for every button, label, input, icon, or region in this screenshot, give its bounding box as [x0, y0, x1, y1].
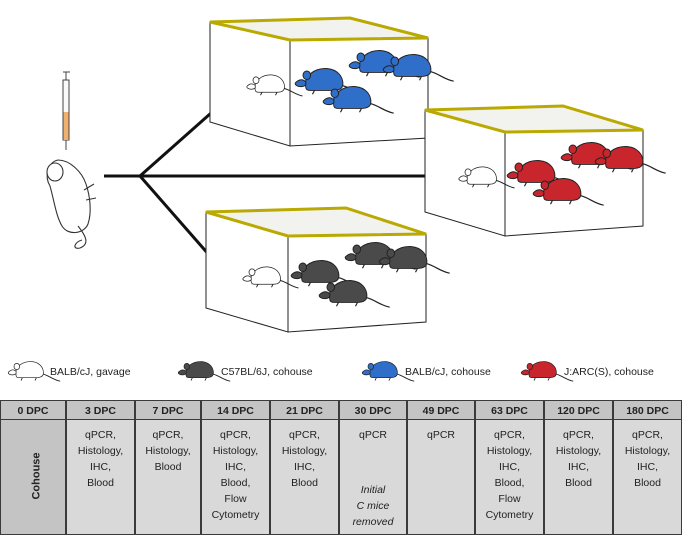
timepoint-cell: qPCR, Histology, IHC, Blood — [66, 419, 135, 535]
gavage-mouse-icon — [46, 159, 97, 249]
timepoint-cell: qPCR Initial C mice removed — [339, 419, 407, 535]
timepoint-cell: qPCR, Histology, IHC, Blood — [270, 419, 339, 535]
legend-label-balb-cohouse: BALB/cJ, cohouse — [405, 366, 491, 378]
timepoint-cell: qPCR — [407, 419, 475, 535]
timeline-table: 0 DPC Cohouse 3 DPC qPCR, Histology, IHC, B… — [0, 400, 683, 536]
syringe-icon — [62, 71, 70, 150]
assay-list: qPCR — [358, 429, 387, 441]
assay-list: qPCR, Histology, IHC, Blood, Flow Cytome… — [211, 429, 260, 521]
assay-list: qPCR, Histology, IHC, Blood, Flow Cytome… — [485, 429, 534, 521]
timepoint-header: 63 DPC — [475, 400, 544, 420]
assay-list: qPCR, Histology, IHC, Blood — [281, 429, 328, 489]
timepoint-cell: Cohouse — [0, 419, 66, 535]
assay-list: qPCR, Histology, IHC, Blood — [624, 429, 671, 489]
legend-label-balb-gavage: BALB/cJ, gavage — [50, 366, 131, 378]
legend-label-c57bl6j: C57BL/6J, cohouse — [221, 366, 313, 378]
timepoint-cell: qPCR, Histology, Blood — [135, 419, 201, 535]
assay-list: qPCR, Histology, IHC, Blood — [77, 429, 124, 489]
cohouse-row-label: Cohouse — [30, 452, 43, 500]
timepoint-header: 49 DPC — [407, 400, 475, 420]
timepoint-header: 7 DPC — [135, 400, 201, 420]
timepoint-header: 30 DPC — [339, 400, 407, 420]
timepoint-header: 180 DPC — [613, 400, 682, 420]
timepoint-note: Initial C mice removed — [352, 484, 394, 528]
assay-list: qPCR — [426, 429, 455, 441]
timepoint-cell: qPCR, Histology, IHC, Blood — [544, 419, 613, 535]
experiment-diagram — [7, 16, 667, 382]
assay-list: qPCR, Histology, IHC, Blood — [555, 429, 602, 489]
timepoint-header: 120 DPC — [544, 400, 613, 420]
timepoint-cell: qPCR, Histology, IHC, Blood, Flow Cytome… — [201, 419, 270, 535]
timepoint-cell: qPCR, Histology, IHC, Blood, Flow Cytome… — [475, 419, 544, 535]
timepoint-header: 0 DPC — [0, 400, 66, 420]
timepoint-header: 21 DPC — [270, 400, 339, 420]
timepoint-cell: qPCR, Histology, IHC, Blood — [613, 419, 682, 535]
timepoint-header: 14 DPC — [201, 400, 270, 420]
timepoint-header: 3 DPC — [66, 400, 135, 420]
assay-list: qPCR, Histology, Blood — [145, 429, 191, 473]
legend-label-jarcs: J:ARC(S), cohouse — [564, 366, 654, 378]
